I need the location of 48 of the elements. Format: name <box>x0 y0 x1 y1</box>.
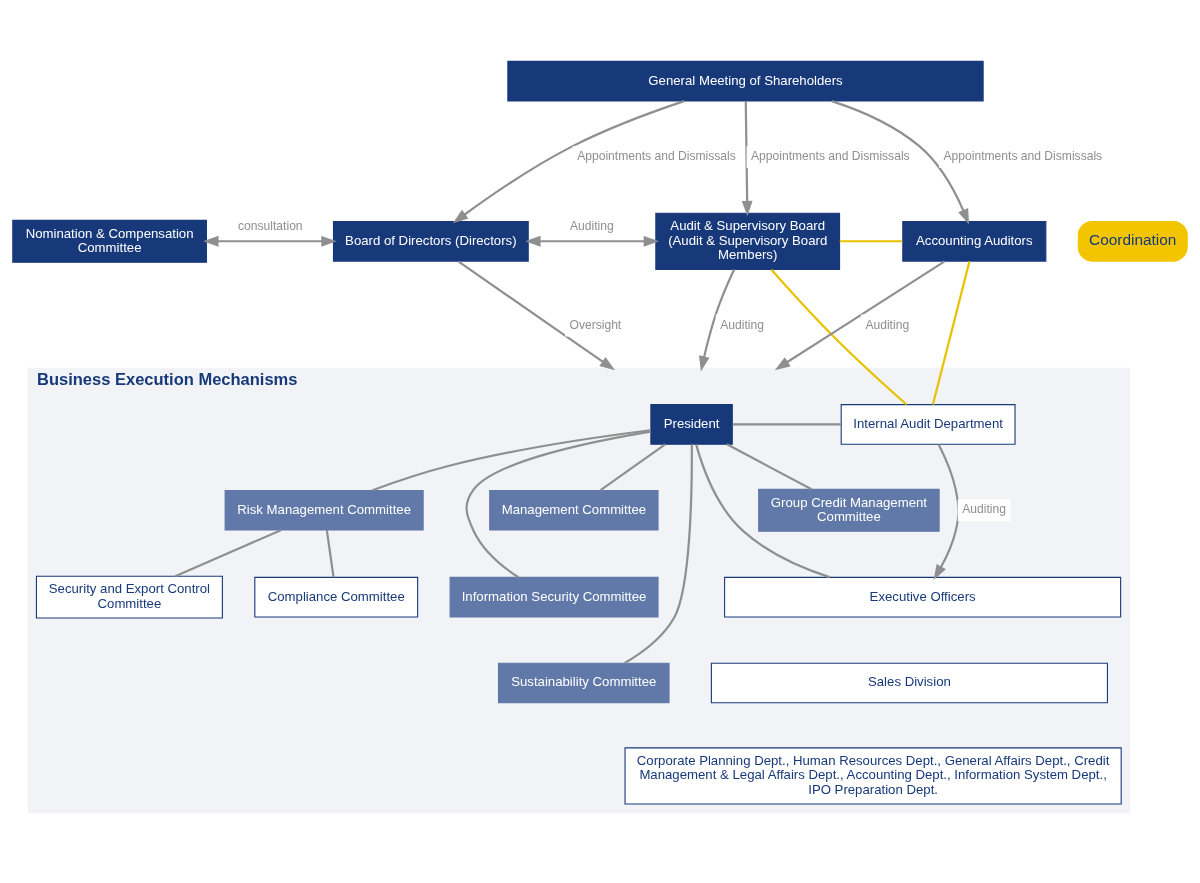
node-box: Board of Directors (Directors) <box>332 220 529 262</box>
edge-label: Auditing <box>865 317 910 332</box>
node-box: Executive Officers <box>724 576 1122 618</box>
arrow <box>741 101 753 217</box>
connector <box>465 430 651 579</box>
node-box: Management Committee <box>489 489 659 531</box>
node-box: Information Security Committee <box>449 576 659 618</box>
edge-label: Appointments and Dismissals <box>577 149 736 164</box>
edge-label: Auditing <box>720 317 764 332</box>
connector <box>624 444 693 664</box>
arrow <box>457 260 616 371</box>
connector <box>770 269 908 406</box>
connector <box>174 529 282 578</box>
node-box: Group Credit Management Committee <box>758 488 940 532</box>
connector <box>325 530 335 578</box>
edge-label: Appointments and Dismissals <box>750 149 910 164</box>
node-box: President <box>650 404 733 445</box>
arrow <box>933 443 960 580</box>
node-box: Sustainability Committee <box>497 662 670 704</box>
connector <box>695 444 831 579</box>
connector <box>839 240 903 243</box>
node-box: General Meeting of Shareholders <box>507 60 984 102</box>
node-box: Audit & Supervisory Board (Audit & Supervisory Board Members) <box>655 212 841 270</box>
arrow <box>831 100 970 225</box>
connector <box>371 429 651 492</box>
arrow <box>203 235 337 247</box>
edge-label: Oversight <box>569 317 622 332</box>
node-box: Accounting Auditors <box>902 220 1047 262</box>
node-box: Nomination & Compensation Committee <box>12 219 207 263</box>
edge-label: consultation <box>238 219 303 234</box>
node-box: Security and Export Control Committee <box>35 575 223 619</box>
edge-label: Appointments and Dismissals <box>943 149 1103 164</box>
arrow <box>452 100 685 224</box>
node-box: Compliance Committee <box>254 576 419 618</box>
arrow <box>774 260 946 371</box>
arrow <box>698 269 736 372</box>
connector <box>726 443 813 491</box>
node-box: Sales Division <box>710 662 1108 704</box>
connector <box>599 443 666 492</box>
connector <box>732 423 842 426</box>
node-box: Coordination <box>1077 220 1188 262</box>
connector <box>931 261 971 405</box>
arrow <box>525 235 660 247</box>
edge-label: Auditing <box>962 502 1006 517</box>
node-box: Internal Audit Department <box>840 404 1016 445</box>
edge-label: Auditing <box>570 219 614 234</box>
node-box: Risk Management Committee <box>224 489 424 531</box>
node-box: Corporate Planning Dept., Human Resources Dept., General Affairs Dept., Credit Management & Legal Affairs Dept., Accounting Dept., Information System Dept., IPO Preparation Dept. <box>624 747 1122 805</box>
